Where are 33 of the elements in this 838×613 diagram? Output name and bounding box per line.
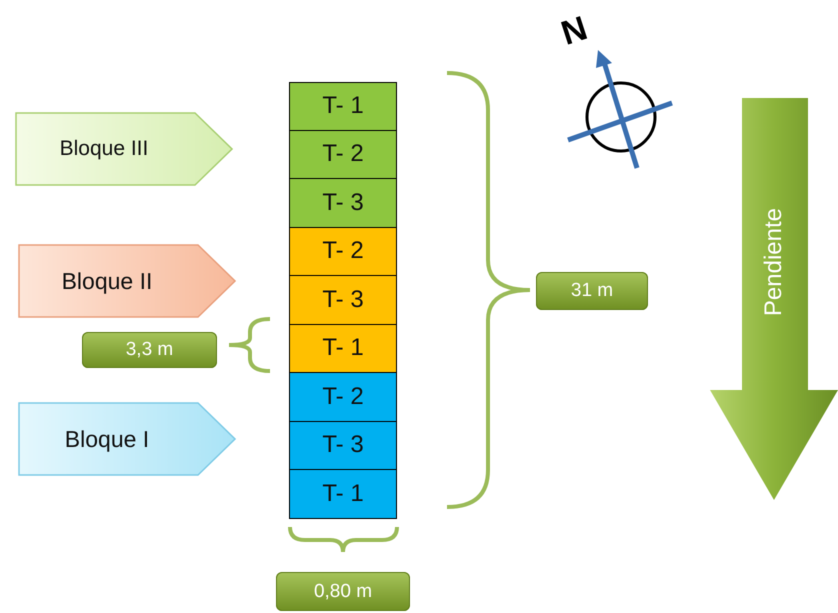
treatment-label: T- 3 [322, 286, 364, 314]
treatment-label: T- 2 [322, 237, 364, 266]
treatment-label: T- 1 [322, 334, 364, 362]
treatment-label: T- 3 [322, 431, 364, 460]
plot-cell [289, 228, 397, 276]
treatment-label: T- 1 [322, 92, 364, 120]
measure-tag [82, 332, 217, 368]
plot-cell [289, 130, 397, 179]
treatment-label: T- 3 [322, 188, 364, 217]
measure-tag [276, 572, 410, 611]
plot-cell [289, 82, 397, 130]
measure-label: 0,80 m [314, 580, 372, 602]
slope-label: Pendiente [760, 208, 788, 316]
plot-cell [289, 324, 397, 373]
slope-arrow [710, 98, 838, 500]
plot-cell [289, 276, 397, 324]
plot-cell [289, 179, 397, 228]
block-label: Bloque I [64, 426, 150, 452]
measure-label: 31 m [570, 280, 614, 302]
block-arrow [15, 112, 233, 186]
measure-tag [536, 272, 648, 310]
north-label: N [557, 11, 592, 51]
plot-cell [289, 470, 397, 518]
treatment-label: T- 2 [322, 140, 364, 168]
block-label: Bloque III [60, 137, 148, 161]
treatment-label: T- 1 [322, 480, 364, 508]
block-label: Bloque II [62, 268, 152, 294]
treatment-label: T- 2 [322, 382, 364, 411]
block-arrow [18, 244, 236, 318]
measure-label: 3,3 m [126, 339, 174, 361]
plot-cell [289, 422, 397, 470]
block-arrow [18, 402, 236, 476]
plot-cell [289, 373, 397, 422]
